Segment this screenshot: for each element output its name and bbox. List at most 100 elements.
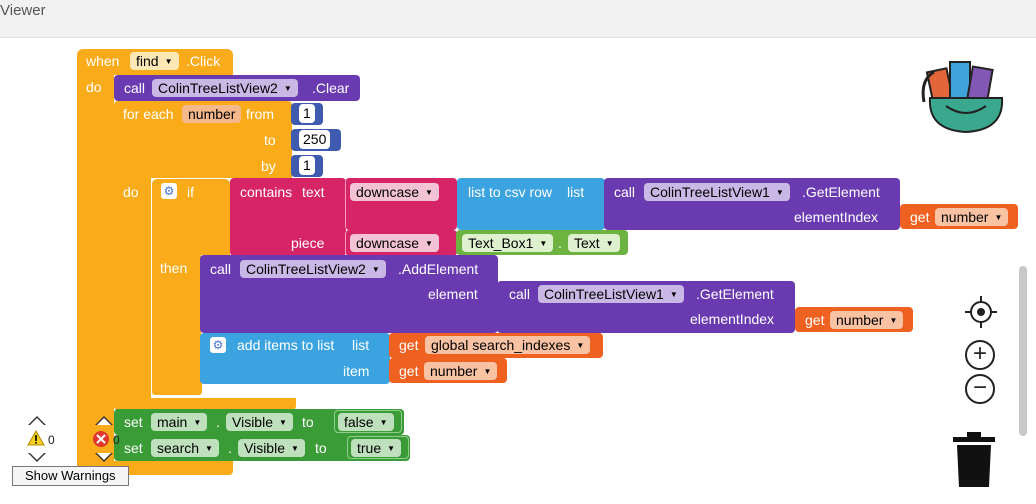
target-icon[interactable] (965, 296, 997, 328)
contains-text-label: text (302, 184, 325, 200)
element-index-label: elementIndex (690, 311, 775, 327)
chevron-down-icon: ▼ (576, 341, 585, 350)
variable-dropdown-number[interactable]: number▼ (935, 208, 1009, 226)
list-to-csv-label: list to csv row (468, 184, 553, 200)
property-dropdown-text[interactable]: Text▼ (568, 234, 620, 252)
do-label: do (86, 79, 102, 95)
element-index-label: elementIndex (794, 209, 879, 225)
add-items-label: add items to list (237, 337, 335, 353)
method-label: .Clear (312, 80, 350, 96)
component-dropdown-colintree2[interactable]: ColinTreeListView2▼ (240, 260, 386, 278)
warning-next-arrow[interactable] (28, 453, 46, 462)
component-dropdown-colintree2[interactable]: ColinTreeListView2▼ (152, 79, 298, 97)
contains-label: contains (240, 184, 293, 200)
if-label: if (187, 184, 194, 200)
item-label: item (343, 363, 370, 379)
chevron-down-icon: ▼ (889, 316, 898, 325)
call-label: call (614, 184, 636, 200)
method-label: .AddElement (398, 261, 479, 277)
add-items-block[interactable] (200, 333, 390, 384)
boolean-dropdown-true[interactable]: true▼ (351, 439, 402, 457)
downcase-dropdown-1[interactable]: downcase▼ (350, 183, 439, 201)
error-count: 0 (113, 433, 120, 447)
chevron-down-icon: ▼ (205, 444, 213, 453)
method-label: .GetElement (802, 184, 880, 200)
backpack-icon[interactable] (920, 50, 1012, 136)
set-label: set (124, 440, 143, 456)
chevron-down-icon: ▼ (283, 84, 292, 93)
warning-count: 0 (48, 433, 55, 447)
when-label: when (86, 53, 120, 69)
dot-label: . (558, 235, 562, 251)
property-dropdown-visible[interactable]: Visible▼ (226, 413, 293, 431)
to-label: to (264, 132, 276, 148)
blocks-workspace[interactable]: when find▼ .Click do call ColinTreeListV… (0, 37, 1036, 504)
gear-icon[interactable]: ⚙ (161, 183, 177, 199)
component-dropdown-main[interactable]: main▼ (151, 413, 208, 431)
chevron-down-icon: ▼ (539, 239, 548, 248)
gear-icon[interactable]: ⚙ (210, 337, 226, 353)
chevron-down-icon: ▼ (994, 213, 1003, 222)
call-label: call (210, 261, 232, 277)
chevron-down-icon: ▼ (371, 265, 380, 274)
warning-prev-arrow[interactable] (28, 416, 46, 425)
show-warnings-button[interactable]: Show Warnings (12, 466, 129, 486)
list-to-csv-block[interactable] (457, 178, 605, 230)
component-dropdown-colintree1[interactable]: ColinTreeListView1▼ (644, 183, 790, 201)
trash-icon[interactable] (951, 431, 997, 489)
chevron-down-icon: ▼ (387, 444, 396, 453)
contains-block[interactable] (230, 178, 346, 256)
chevron-down-icon: ▼ (669, 290, 678, 299)
number-from[interactable]: 1 (299, 104, 315, 123)
chevron-down-icon: ▼ (379, 418, 388, 427)
list-label: list (352, 337, 370, 353)
component-dropdown-textbox[interactable]: Text_Box1▼ (462, 234, 554, 252)
call-label: call (509, 286, 531, 302)
event-name: .Click (186, 53, 221, 69)
get-label: get (399, 363, 419, 379)
get-label: get (805, 312, 825, 328)
error-prev-arrow[interactable] (95, 416, 113, 425)
viewer-title: Viewer (0, 2, 46, 19)
chevron-down-icon: ▼ (164, 57, 173, 66)
error-next-arrow[interactable] (95, 453, 113, 462)
warning-icon (27, 430, 45, 446)
loop-variable[interactable]: number (182, 105, 242, 123)
call-label: call (124, 80, 146, 96)
loop-do-label: do (123, 184, 139, 200)
chevron-down-icon: ▼ (605, 239, 614, 248)
dot-label: . (216, 414, 220, 430)
set-label: set (124, 414, 143, 430)
list-label: list (567, 184, 585, 200)
variable-dropdown-global[interactable]: global search_indexes▼ (425, 336, 591, 354)
boolean-dropdown-false[interactable]: false▼ (338, 413, 394, 431)
chevron-down-icon: ▼ (775, 188, 784, 197)
to-label: to (302, 414, 314, 430)
number-by[interactable]: 1 (299, 156, 315, 175)
error-icon (93, 431, 109, 447)
get-label: get (910, 209, 930, 225)
downcase-dropdown-2[interactable]: downcase▼ (350, 234, 439, 252)
element-label: element (428, 286, 478, 302)
number-to[interactable]: 250 (299, 130, 331, 149)
component-dropdown-find[interactable]: find▼ (130, 52, 179, 70)
chevron-down-icon: ▼ (291, 444, 299, 453)
by-label: by (261, 158, 276, 174)
chevron-down-icon: ▼ (193, 418, 202, 427)
component-dropdown-search[interactable]: search▼ (151, 439, 219, 457)
then-label: then (160, 260, 188, 276)
contains-piece-label: piece (291, 235, 325, 251)
from-label: from (246, 106, 274, 122)
method-label: .GetElement (696, 286, 774, 302)
dot-label: . (228, 440, 232, 456)
get-label: get (399, 337, 419, 353)
vertical-scrollbar[interactable] (1019, 266, 1027, 436)
variable-dropdown-number[interactable]: number▼ (830, 311, 904, 329)
chevron-down-icon: ▼ (279, 418, 287, 427)
variable-dropdown-number[interactable]: number▼ (424, 362, 498, 380)
property-dropdown-visible[interactable]: Visible▼ (238, 439, 305, 457)
zoom-in-icon[interactable]: + (965, 340, 995, 370)
chevron-down-icon: ▼ (425, 188, 433, 197)
component-dropdown-colintree1[interactable]: ColinTreeListView1▼ (538, 285, 684, 303)
zoom-out-icon[interactable]: − (965, 374, 995, 404)
